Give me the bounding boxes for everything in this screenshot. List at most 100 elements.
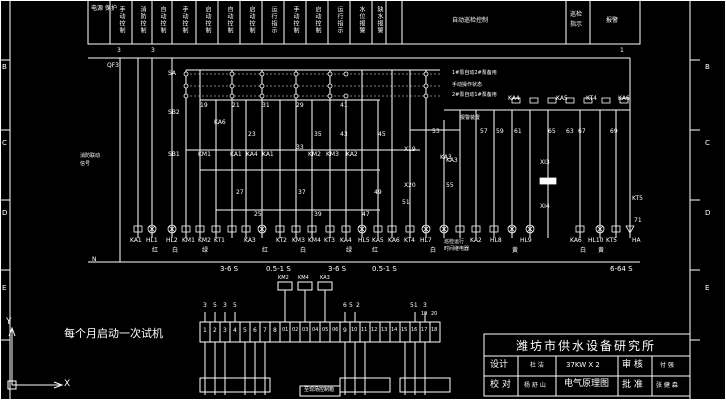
wire-71: 71 [634, 217, 642, 224]
header-level-alarm: 水位报警 [358, 6, 365, 34]
border-letter-left-e: E [2, 284, 7, 292]
term-18: 18 [431, 327, 438, 333]
wire-69: 69 [610, 128, 618, 135]
term-11: 11 [361, 327, 368, 333]
color-3: 绿 [202, 247, 209, 254]
border-letter-left-d: D [2, 209, 8, 217]
drawing-title: 37KW X 2 [566, 361, 600, 369]
term-12: 12 [371, 327, 378, 333]
term-1: 1 [203, 327, 207, 334]
field-box-label: 至现场控制箱 [304, 387, 335, 393]
color-hl1: 红 [152, 247, 159, 254]
timer-range-3: 3-6 S [328, 265, 347, 273]
header-alarm: 报警 [606, 17, 619, 24]
border-letter-right-e: E [705, 284, 710, 292]
neutral-label: N [92, 256, 97, 263]
term-17: 17 [421, 327, 428, 333]
dev-km1: KM1 [182, 237, 195, 244]
header-manual-2: 手动控制 [181, 6, 188, 34]
dev-kt2: KT2 [276, 237, 287, 244]
dev-hl9: HL9 [520, 237, 532, 244]
term-6: 6 [253, 327, 257, 334]
term-20: 20 [431, 311, 438, 317]
breaker-label: QF3 [107, 62, 119, 69]
term-19: 19 [421, 311, 428, 317]
design-label: 设计 [490, 360, 509, 370]
dev-hl1: HL1 [146, 237, 158, 244]
term-05: 05 [322, 327, 329, 333]
wire-47: 47 [362, 211, 370, 218]
relay-kt5: KT5 [632, 195, 643, 202]
header-run-1: 运行指示 [270, 6, 277, 34]
color-8: 白 [430, 247, 437, 254]
dev-km2: KM2 [198, 237, 211, 244]
wire-55: 55 [446, 182, 454, 189]
border-letter-right-c: C [705, 139, 710, 147]
axis-y-label: Y [6, 317, 12, 327]
term-top-km4: KM4 [298, 275, 309, 281]
switch-legend-3: 2#泵自动1#泵备用 [452, 92, 497, 98]
dev-ka6: KA6 [388, 237, 400, 244]
term-04: 04 [312, 327, 319, 333]
term-06: 06 [332, 327, 339, 333]
header-table [87, 0, 641, 45]
node-sb2: SB2 [168, 109, 180, 116]
header-auto-1: 自动控制 [159, 6, 166, 34]
node-ka2: KA2 [346, 151, 358, 158]
term-top-5: 5 [349, 302, 353, 309]
terminal-strip [199, 281, 451, 397]
design-name: 杜 洁 [530, 362, 544, 369]
term-top-km2: KM2 [278, 275, 289, 281]
term-7: 7 [263, 327, 267, 334]
terminal-x20: X20 [404, 182, 416, 189]
node-km3: KM3 [326, 151, 339, 158]
dev-km3: KM3 [292, 237, 305, 244]
node-ka4: KA4 [246, 151, 258, 158]
wire-59: 59 [496, 128, 504, 135]
dev-ha: HA [632, 237, 641, 244]
wire-29: 29 [296, 102, 304, 109]
term-01: 01 [282, 327, 289, 333]
relay-ka3: KA3 [446, 157, 458, 164]
dev-hl10: HL10 [588, 237, 604, 244]
wire-31: 31 [262, 102, 270, 109]
header-manual-3: 手动控制 [292, 6, 299, 34]
contact-nodes [183, 71, 429, 99]
wire-63: 63 [566, 128, 574, 135]
wire-19: 19 [200, 102, 208, 109]
node-sa: SA [168, 70, 177, 77]
term-15: 15 [401, 327, 408, 333]
header-start-1: 启动控制 [204, 6, 211, 34]
approve-label: 批 准 [622, 380, 643, 390]
color-7: 红 [372, 247, 379, 254]
dev-kt3: KT3 [324, 237, 335, 244]
switch-legend-1: 1#泵自动2#泵备用 [452, 70, 497, 76]
dev-ka4: KA4 [340, 237, 352, 244]
term-top-3b: 3 [423, 302, 427, 309]
switch-legend-2: 手动操作状态 [452, 82, 483, 88]
wire-1-right: 1 [620, 47, 624, 54]
term-4: 4 [233, 327, 237, 334]
timer-note: 巡检运行 时间继电器 [444, 239, 470, 252]
color-hl2: 白 [172, 247, 179, 254]
dev-km4: KM4 [308, 237, 321, 244]
color-11: 黄 [598, 247, 605, 254]
term-10: 10 [351, 327, 358, 333]
header-lowwater-alarm: 缺水报警 [376, 6, 383, 34]
header-manual-1: 手动控制 [118, 6, 125, 34]
wire-67: 67 [578, 128, 586, 135]
color-5: 白 [300, 247, 307, 254]
node-km1: KM1 [198, 151, 211, 158]
dev-hl7: HL7 [420, 237, 432, 244]
term-top-2b: 2 [356, 302, 360, 309]
border-letter-left-b: B [2, 63, 7, 71]
term-top-6: 6 [343, 302, 347, 309]
dev-ka1: KA1 [130, 237, 142, 244]
timer-range-1: 3-6 S [220, 265, 239, 273]
term-9: 9 [343, 327, 347, 334]
term-top-4: 5 [233, 302, 237, 309]
terminal-xi4: XI4 [540, 203, 550, 210]
node-sb1: SB1 [168, 151, 180, 158]
border-letter-left-c: C [2, 139, 7, 147]
